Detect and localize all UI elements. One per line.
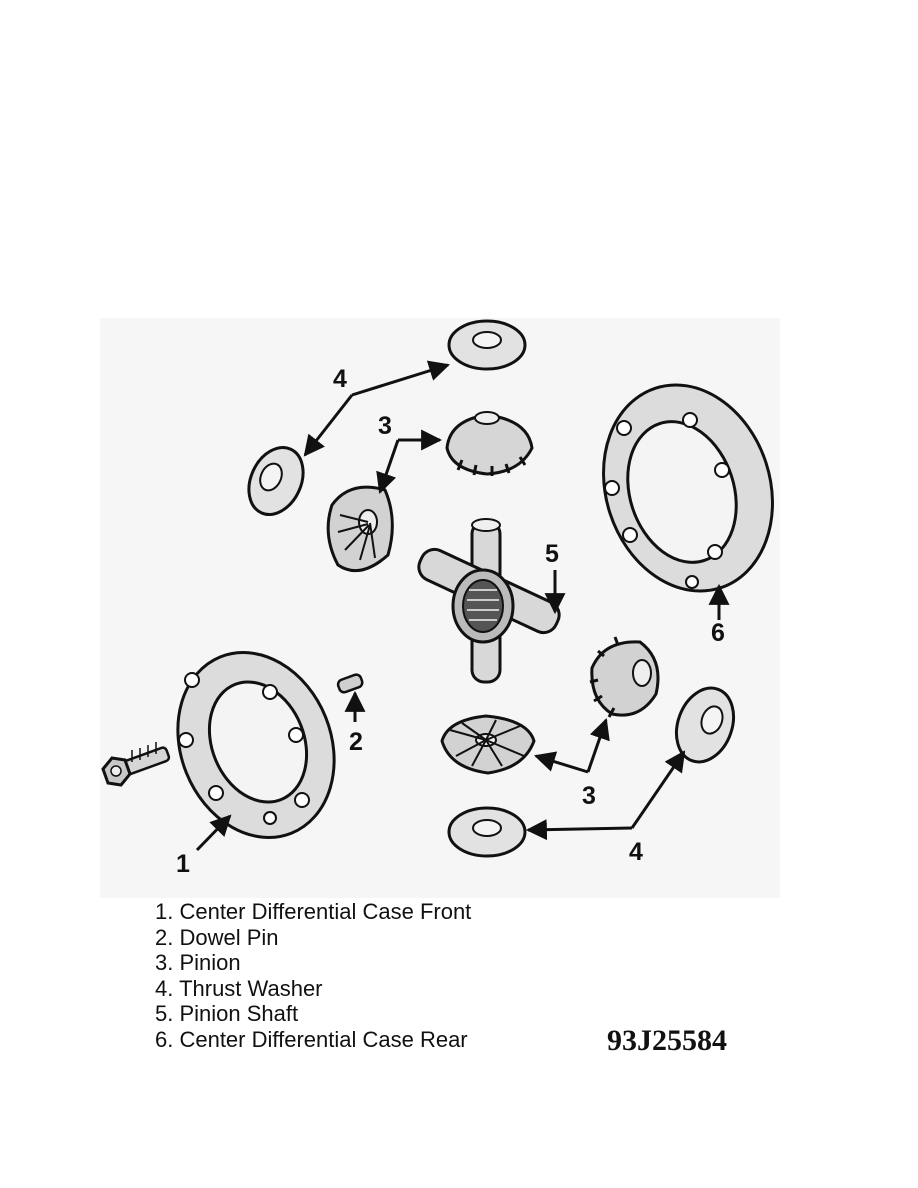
- leader-3-right: [586, 718, 610, 773]
- thrust-washer-right: [674, 686, 736, 764]
- parts-legend: 1. Center Differential Case Front 2. Dow…: [155, 899, 471, 1052]
- callout-3-bottom: 3: [582, 782, 596, 810]
- leader-3-left: [376, 439, 400, 494]
- pinion-shaft: [417, 518, 561, 684]
- pinion-gear-top: [445, 411, 534, 476]
- callout-1: 1: [176, 850, 190, 878]
- leader-1: [195, 814, 232, 852]
- pinion-gear-right: [589, 636, 660, 718]
- leader-lines: [195, 360, 730, 852]
- callout-2: 2: [349, 728, 363, 756]
- thrust-washer-top: [447, 319, 527, 371]
- thrust-washer-upper-left: [247, 446, 305, 516]
- leader-4-bottom: [525, 819, 633, 841]
- center-differential-case-front: [176, 651, 336, 839]
- leader-4-top: [351, 360, 451, 397]
- leader-3-bottom: [533, 751, 589, 774]
- pinion-gear-left: [326, 485, 394, 573]
- callout-6: 6: [711, 619, 725, 647]
- callout-3-top: 3: [378, 412, 392, 440]
- legend-item: 2. Dowel Pin: [155, 924, 279, 950]
- leader-4-right: [630, 750, 686, 829]
- dowel-pin: [336, 673, 364, 694]
- thrust-washer-bottom: [447, 806, 527, 858]
- legend-item: 4. Thrust Washer: [155, 975, 323, 1001]
- figure-id: 93J25584: [607, 1024, 727, 1057]
- pinion-gear-bottom: [440, 714, 536, 775]
- bolt: [101, 742, 171, 787]
- callout-4-bottom: 4: [629, 838, 643, 866]
- center-differential-case-rear: [602, 383, 774, 593]
- legend-item: 5. Pinion Shaft: [155, 1001, 299, 1026]
- legend-item: 6. Center Differential Case Rear: [155, 1026, 468, 1052]
- legend-item: 1. Center Differential Case Front: [155, 899, 472, 924]
- leader-4-left: [303, 394, 354, 457]
- callout-4-top: 4: [333, 365, 347, 393]
- legend-item: 3. Pinion: [155, 950, 241, 975]
- callout-5: 5: [545, 540, 559, 568]
